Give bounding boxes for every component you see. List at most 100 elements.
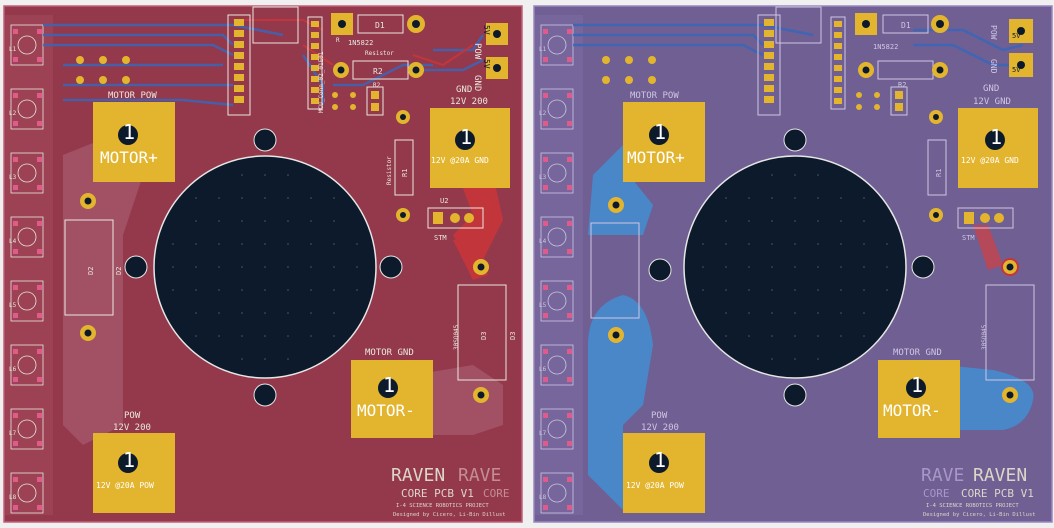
small-header-box xyxy=(366,86,384,116)
grid-dot xyxy=(218,243,220,245)
r1-resistor: Resistor xyxy=(386,156,393,185)
d2-outer-label: D2 xyxy=(115,267,123,275)
led-pad xyxy=(543,413,548,418)
led-label: L6 xyxy=(539,366,547,373)
u2-pin3 xyxy=(464,213,474,223)
led-footprint xyxy=(10,88,44,130)
r1-body xyxy=(927,139,947,196)
grid-dot xyxy=(840,220,842,222)
grid-dot xyxy=(794,312,796,314)
grid-dot xyxy=(817,335,819,337)
led-pad xyxy=(567,93,572,98)
led-ring xyxy=(547,291,567,311)
grid-dot xyxy=(264,220,266,222)
grid-dot xyxy=(264,312,266,314)
grid-dot xyxy=(725,289,727,291)
led-pad xyxy=(543,313,548,318)
led-pad xyxy=(13,377,18,382)
motor-plus-hole xyxy=(649,125,669,145)
r1-hole-bottom xyxy=(933,212,939,218)
mcu-conn-right xyxy=(830,16,846,110)
core-mirror: CORE xyxy=(483,487,510,500)
led-ring xyxy=(547,355,567,375)
led-strip xyxy=(535,15,583,515)
led-footprint xyxy=(540,280,574,322)
led-ring xyxy=(547,163,567,183)
grid-dot xyxy=(725,266,727,268)
led-ring xyxy=(17,419,37,439)
grid-dot xyxy=(771,335,773,337)
pow-12v-text: 12V @20A POW xyxy=(626,481,684,490)
led-label: L5 xyxy=(539,302,547,309)
led-ring xyxy=(17,355,37,375)
r1-hole-top xyxy=(933,114,939,120)
d3-outer-label: D3 xyxy=(509,332,517,340)
led-ring xyxy=(17,99,37,119)
copper-pour-left xyxy=(63,135,143,445)
grid-dot xyxy=(817,243,819,245)
led-footprint xyxy=(540,408,574,450)
grid-dot xyxy=(195,266,197,268)
gnd-label: GND xyxy=(472,75,482,91)
grid-dot xyxy=(287,174,289,176)
hole-grid xyxy=(172,174,358,360)
led-pad xyxy=(37,221,42,226)
u2-pin2 xyxy=(980,213,990,223)
12v-gnd-label: 12V GND xyxy=(973,97,1011,107)
motor-plus-number: 1 xyxy=(654,120,666,144)
grid-dot xyxy=(886,243,888,245)
conn-label: MCU_Conn_02_01E01 xyxy=(318,51,325,113)
pow-12v-number: 1 xyxy=(123,448,135,472)
pow-12v-pad xyxy=(93,433,175,513)
mount-hole-top xyxy=(253,128,277,152)
pow-12v-pad xyxy=(623,433,705,513)
led-ring xyxy=(17,35,37,55)
led-footprint xyxy=(10,280,44,322)
r2-resistor-label: Resistor xyxy=(365,50,394,57)
grid-dot xyxy=(333,312,335,314)
grid-dot xyxy=(218,335,220,337)
u2-pin3 xyxy=(994,213,1004,223)
grid-dot xyxy=(218,266,220,268)
d2-label: D2 xyxy=(87,267,95,275)
grid-dot xyxy=(771,289,773,291)
r2-hole-b xyxy=(936,66,944,74)
led-label: L3 xyxy=(9,174,17,181)
led-ring xyxy=(547,419,567,439)
pow-bottom-label: POW xyxy=(651,411,668,421)
led-pad xyxy=(543,349,548,354)
grid-dot xyxy=(287,289,289,291)
r2-label-below: R2 xyxy=(373,82,381,89)
gnd-label: GND xyxy=(989,59,998,74)
grid-dot xyxy=(310,266,312,268)
motor-plus-number: 1 xyxy=(123,120,135,144)
grid-dot xyxy=(241,220,243,222)
r1-body xyxy=(394,139,414,196)
r2-label: R2 xyxy=(373,67,383,76)
grid-dot xyxy=(195,197,197,199)
u2-pin2 xyxy=(450,213,460,223)
grid-dot xyxy=(794,220,796,222)
grid-dot xyxy=(310,335,312,337)
led-label: L2 xyxy=(539,110,547,117)
grid-dot xyxy=(702,266,704,268)
mcu-connector xyxy=(757,14,781,116)
grid-dot xyxy=(771,243,773,245)
led-pad xyxy=(37,477,42,482)
d2-hole-top xyxy=(84,197,92,205)
grid-dot xyxy=(310,243,312,245)
copper-pour-top-left xyxy=(588,145,653,235)
12v-200-bottom: 12V 200 xyxy=(641,423,679,433)
led-pad xyxy=(13,185,18,190)
led-pad xyxy=(37,93,42,98)
12v-200-bottom: 12V 200 xyxy=(113,423,151,433)
led-ring xyxy=(547,35,567,55)
led-label: L1 xyxy=(539,46,547,53)
led-ring xyxy=(17,227,37,247)
stm-label: STM xyxy=(962,234,975,242)
u2-pin1 xyxy=(964,212,974,224)
gnd-12v-number: 1 xyxy=(460,125,472,149)
